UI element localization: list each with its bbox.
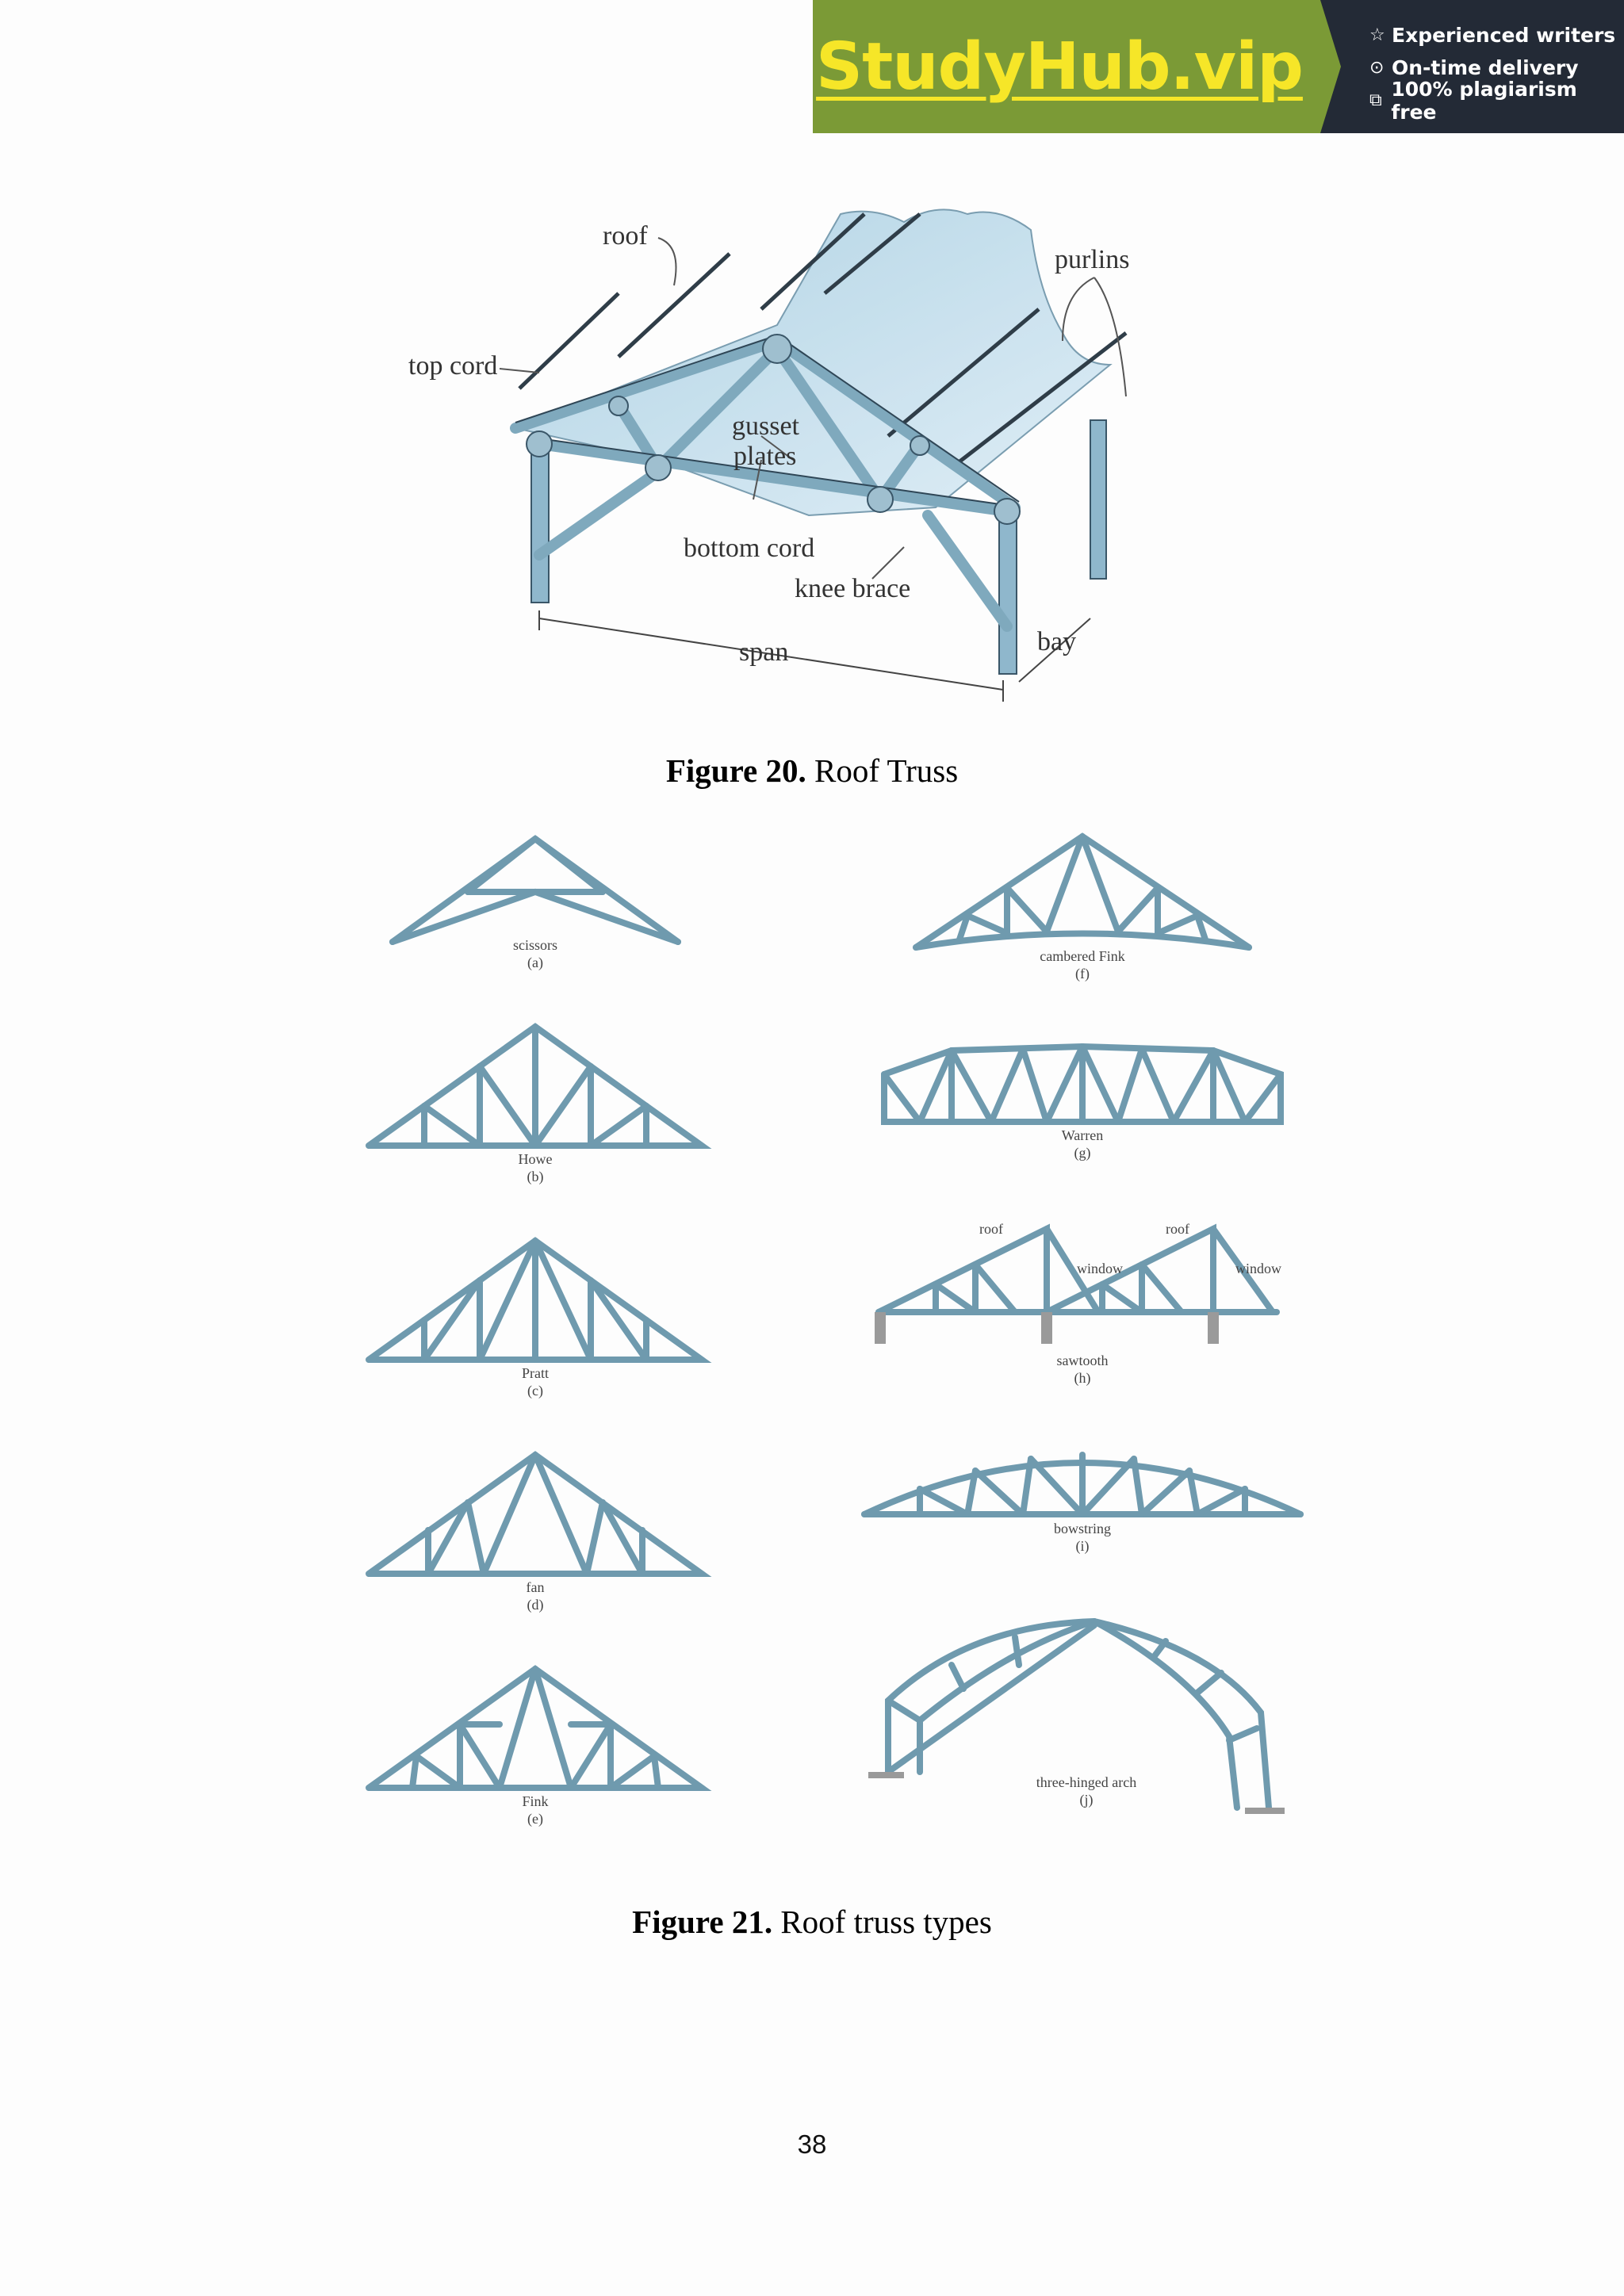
feature-label: On-time delivery xyxy=(1392,56,1579,79)
studyhub-banner[interactable]: StudyHub.vip ☆ Experienced writers ⊙ On-… xyxy=(813,0,1624,133)
caption-number: Figure 21. xyxy=(632,1904,773,1940)
feature-label: 100% plagiarism free xyxy=(1391,77,1577,124)
label-sawtooth-window-2: window xyxy=(1235,1261,1281,1276)
label-g: (g) xyxy=(1074,1145,1091,1161)
label-j: (j) xyxy=(1080,1792,1094,1808)
truss-cambered-fink xyxy=(913,832,1252,951)
truss-three-hinged-arch xyxy=(885,1618,1272,1811)
feature-item: ⊙ On-time delivery xyxy=(1369,52,1624,84)
label-f: (f) xyxy=(1075,966,1090,982)
brand-panel[interactable]: StudyHub.vip xyxy=(813,0,1341,133)
truss-howe xyxy=(366,1023,712,1149)
feature-item: ⧉ 100% plagiarism free xyxy=(1369,78,1624,124)
truss-types-illustration: scissors (a) Howe (b) Pratt (c) fan (d) … xyxy=(366,832,1304,1827)
label-knee-brace: knee brace xyxy=(795,574,910,603)
columns xyxy=(530,419,1107,675)
purlins xyxy=(518,212,1128,469)
leader-lines xyxy=(499,237,1127,580)
label-e: (e) xyxy=(527,1811,543,1827)
label-fink: Fink xyxy=(522,1793,548,1809)
gusset-plates xyxy=(526,334,1021,525)
label-bowstring: bowstring xyxy=(1054,1521,1111,1536)
copy-icon: ⧉ xyxy=(1369,90,1382,110)
label-b: (b) xyxy=(527,1169,544,1185)
caption-text: Roof truss types xyxy=(772,1904,992,1940)
label-sawtooth: sawtooth xyxy=(1057,1353,1109,1368)
star-icon: ☆ xyxy=(1369,25,1385,45)
label-top-cord: top cord xyxy=(408,351,497,381)
truss-scissors xyxy=(389,835,681,945)
label-c: (c) xyxy=(527,1383,543,1399)
label-plates: plates xyxy=(733,442,796,471)
truss-bowstring xyxy=(861,1452,1304,1517)
label-howe: Howe xyxy=(519,1151,553,1167)
label-warren: Warren xyxy=(1062,1127,1104,1143)
roof-truss-illustration: roof purlins top cord gusset plates bott… xyxy=(408,209,1129,702)
label-span: span xyxy=(739,637,788,667)
truss-warren xyxy=(881,1043,1284,1125)
label-purlins: purlins xyxy=(1055,245,1129,274)
label-bottom-cord: bottom cord xyxy=(684,534,814,563)
label-sawtooth-window-1: window xyxy=(1077,1261,1123,1276)
truss-sawtooth xyxy=(875,1223,1280,1315)
truss-pratt xyxy=(366,1237,712,1363)
label-h: (h) xyxy=(1074,1370,1091,1387)
features-panel: ☆ Experienced writers ⊙ On-time delivery… xyxy=(1320,0,1624,133)
label-fan: fan xyxy=(527,1579,545,1595)
label-three-hinged-arch: three-hinged arch xyxy=(1036,1774,1136,1790)
figure-20-caption: Figure 20. Roof Truss xyxy=(0,752,1624,790)
label-roof: roof xyxy=(603,221,648,251)
feature-label: Experienced writers xyxy=(1392,24,1616,47)
caption-number: Figure 20. xyxy=(665,752,806,789)
clock-icon: ⊙ xyxy=(1369,58,1385,78)
label-gusset: gusset xyxy=(732,411,800,441)
truss-fan xyxy=(366,1451,712,1577)
support-plates xyxy=(868,1312,1285,1814)
label-i: (i) xyxy=(1076,1538,1090,1555)
label-pratt: Pratt xyxy=(522,1365,549,1381)
label-scissors: scissors xyxy=(513,937,557,953)
truss-fink xyxy=(366,1665,712,1791)
dimension-lines xyxy=(538,610,1091,702)
figure-21-caption: Figure 21. Roof truss types xyxy=(0,1903,1624,1941)
truss-edges xyxy=(515,335,1020,507)
label-d: (d) xyxy=(527,1597,544,1613)
brand-logo[interactable]: StudyHub.vip xyxy=(816,29,1304,105)
page-number: 38 xyxy=(797,2130,827,2159)
feature-item: ☆ Experienced writers xyxy=(1369,19,1624,52)
label-cambered-fink: cambered Fink xyxy=(1040,948,1124,964)
caption-text: Roof Truss xyxy=(806,752,959,789)
label-sawtooth-roof-2: roof xyxy=(1166,1221,1189,1237)
label-a: (a) xyxy=(527,955,543,971)
label-bay: bay xyxy=(1037,627,1076,656)
label-sawtooth-roof-1: roof xyxy=(979,1221,1003,1237)
